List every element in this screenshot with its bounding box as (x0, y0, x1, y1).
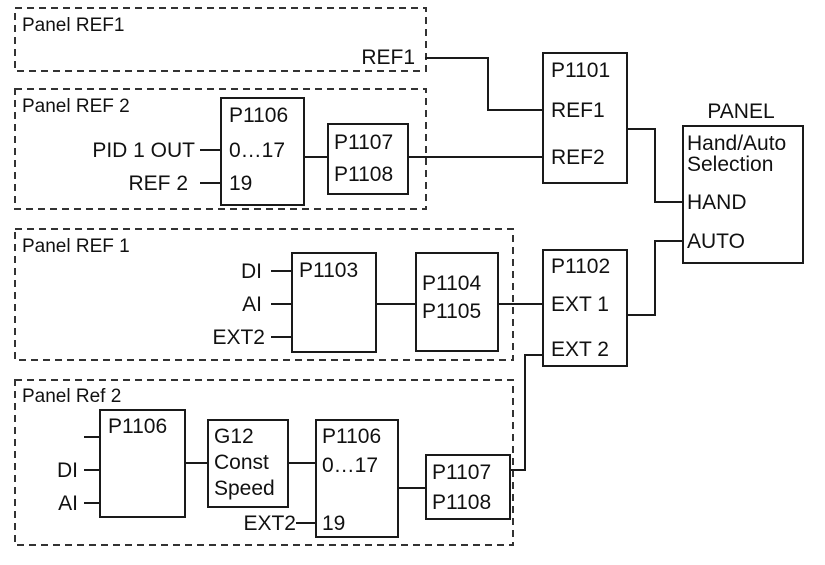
panel-hand-auto-label: Hand/Auto (687, 132, 786, 155)
panel-ref1-mid-label: Panel REF 1 (22, 236, 130, 257)
p1107-upper-block: P1107 P1108 (327, 123, 409, 195)
p1106-left-title: P1106 (108, 415, 167, 438)
p1108-lower-label: P1108 (432, 491, 491, 514)
p1102-ext1-input: EXT 1 (551, 293, 609, 316)
di-low-signal-label: DI (57, 459, 78, 482)
p1106-right-range-input: 0…17 (322, 454, 378, 477)
g12-const-label: Const (214, 451, 269, 474)
panel-ref1-frame (14, 7, 427, 72)
panel-hand-input: HAND (687, 191, 747, 214)
p1106-left-block: P1106 (99, 409, 186, 518)
panel-block: Hand/Auto Selection HAND AUTO (682, 125, 804, 264)
panel-ref1-mid-frame (14, 228, 514, 361)
ai-mid-signal-label: AI (242, 293, 262, 316)
g12-speed-label: Speed (214, 477, 275, 500)
ext2-low-signal-label: EXT2 (243, 512, 296, 535)
panel-title: PANEL (707, 100, 774, 123)
p1101-block: P1101 REF1 REF2 (542, 52, 628, 184)
p1107-lower-label: P1107 (432, 461, 491, 484)
p1104-block: P1104 P1105 (415, 252, 499, 352)
ref1-signal-label: REF1 (361, 46, 415, 69)
g12-label: G12 (214, 425, 254, 448)
p1106-right-block: P1106 0…17 19 (315, 419, 399, 538)
panel-ref2-lower-label: Panel Ref 2 (22, 386, 121, 407)
p1101-ref2-input: REF2 (551, 146, 605, 169)
p1102-title: P1102 (551, 255, 610, 278)
p1101-ref1-input: REF1 (551, 99, 605, 122)
ai-low-signal-label: AI (58, 492, 78, 515)
p1103-title: P1103 (299, 259, 358, 282)
panel-auto-input: AUTO (687, 230, 745, 253)
di-mid-signal-label: DI (241, 260, 262, 283)
panel-ref1-top-label: Panel REF1 (22, 15, 124, 36)
p1102-block: P1102 EXT 1 EXT 2 (542, 249, 628, 367)
p1107-upper-label: P1107 (334, 131, 393, 154)
p1103-block: P1103 (291, 252, 377, 353)
panel-ref2-lower-frame (14, 379, 514, 546)
pid1-out-signal-label: PID 1 OUT (92, 139, 195, 162)
panel-ref2-upper-frame (14, 88, 427, 210)
p1106-right-19-input: 19 (322, 512, 345, 535)
p1106-upper-block: P1106 0…17 19 (220, 97, 305, 206)
panel-selection-label: Selection (687, 153, 773, 176)
p1105-label: P1105 (422, 300, 481, 323)
p1106-right-title: P1106 (322, 425, 381, 448)
p1107-lower-block: P1107 P1108 (425, 454, 511, 520)
p1104-label: P1104 (422, 272, 481, 295)
p1102-ext2-input: EXT 2 (551, 338, 609, 361)
p1108-upper-label: P1108 (334, 163, 393, 186)
connection-wires (84, 57, 683, 524)
panel-ref2-upper-label: Panel REF 2 (22, 96, 130, 117)
p1101-title: P1101 (551, 59, 610, 82)
p1106-upper-19-input: 19 (229, 172, 252, 195)
p1106-upper-title: P1106 (229, 104, 288, 127)
ref2-signal-label: REF 2 (128, 172, 188, 195)
p1106-upper-range-input: 0…17 (229, 139, 285, 162)
ext2-mid-signal-label: EXT2 (212, 326, 265, 349)
g12-const-speed-block: G12 Const Speed (207, 419, 289, 508)
